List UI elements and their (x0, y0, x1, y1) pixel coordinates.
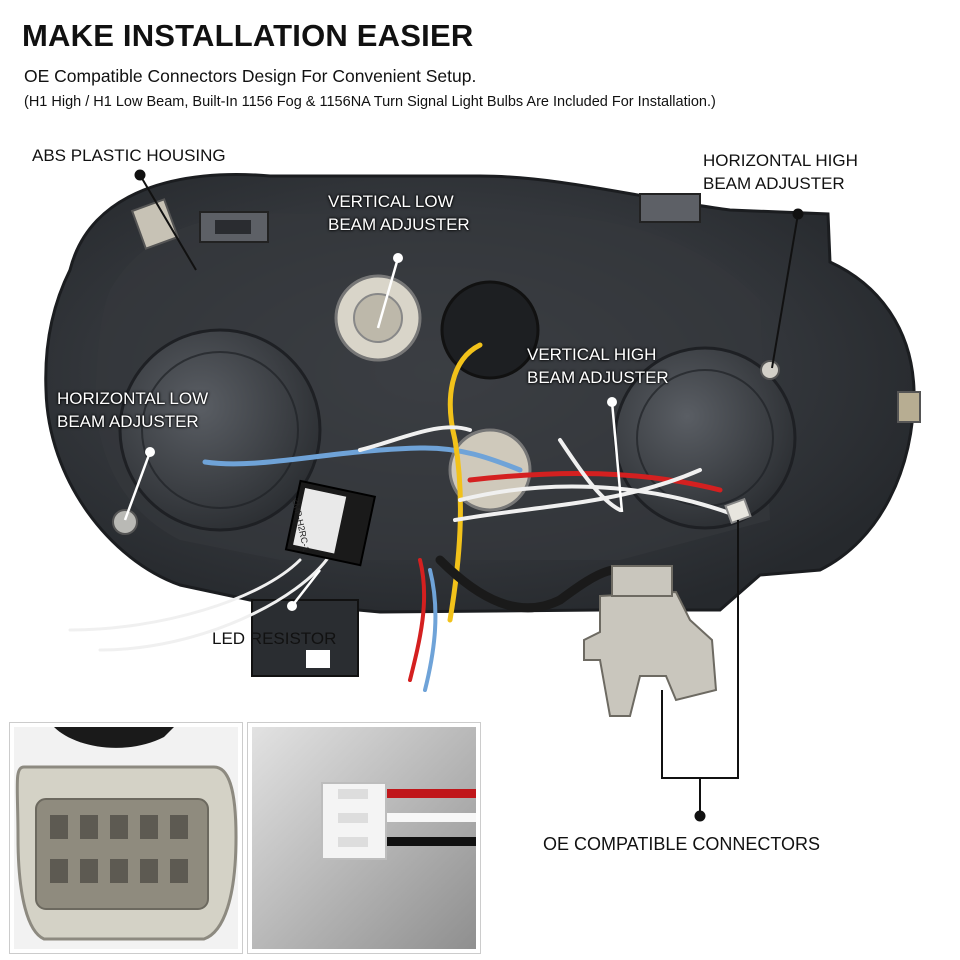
led-resistor (284, 479, 377, 567)
horizontal-high-label-line2: BEAM ADJUSTER (703, 174, 845, 193)
bulb-note: (H1 High / H1 Low Beam, Built-In 1156 Fo… (24, 94, 716, 110)
led-plug-illustration (252, 727, 476, 949)
abs-housing-label: ABS PLASTIC HOUSING (32, 146, 226, 165)
connector-face-inset (9, 722, 243, 954)
connector-face-illustration (14, 727, 238, 949)
vertical-high-label-line1: VERTICAL HIGH (527, 345, 657, 364)
vertical-high-label-line2: BEAM ADJUSTER (527, 368, 669, 387)
horizontal-low-label-line1: HORIZONTAL LOW (57, 389, 209, 408)
oe-connectors-label: OE COMPATIBLE CONNECTORS (543, 834, 821, 854)
callout-pointers (123, 169, 804, 822)
horizontal-low-label-line2: BEAM ADJUSTER (57, 412, 199, 431)
vertical-low-adjuster (334, 274, 422, 362)
vertical-low-label-line1: VERTICAL LOW (328, 192, 454, 211)
main-connector (583, 497, 752, 717)
page-title: MAKE INSTALLATION EASIER (22, 18, 474, 53)
vertical-low-label-line2: BEAM ADJUSTER (328, 215, 470, 234)
led-resistor-label: LED RESISTOR (212, 629, 337, 648)
low-beam-dome (112, 328, 322, 535)
led-plug-inset (247, 722, 481, 954)
page-subtitle: OE Compatible Connectors Design For Conv… (24, 66, 477, 86)
horizontal-high-label-line1: HORIZONTAL HIGH (703, 151, 858, 170)
